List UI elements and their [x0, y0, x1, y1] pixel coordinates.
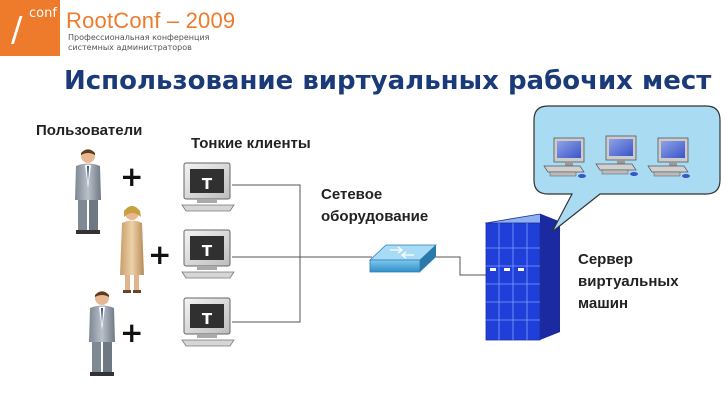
server-label-line1: Сервер — [578, 251, 633, 268]
users-label: Пользователи — [36, 122, 143, 139]
server-label: Сервер виртуальных машин — [578, 249, 698, 315]
network-switch-icon — [368, 244, 438, 273]
thin-client-3 — [181, 297, 235, 347]
server-label-line3: машин — [578, 295, 629, 312]
plus-sign-3: + — [120, 316, 144, 349]
thin-client-1 — [181, 162, 235, 212]
network-equipment-label: Сетевое оборудование — [321, 184, 461, 228]
brand-name: RootConf – 2009 — [66, 8, 236, 33]
brand-subtitle-line2: системных администраторов — [68, 43, 192, 52]
network-connections — [232, 184, 486, 323]
thin-client-2-letter: T — [202, 242, 213, 260]
thin-client-3-letter: T — [202, 310, 213, 328]
thin-client-1-letter: T — [202, 175, 213, 193]
virtual-desktop-pc-3 — [647, 137, 690, 178]
virtual-desktop-pc-2 — [595, 135, 638, 176]
network-label-line1: Сетевое — [321, 186, 383, 203]
virtual-desktop-pc-1 — [543, 137, 586, 178]
page-title: Использование виртуальных рабочих мест — [64, 66, 712, 96]
server-rack-icon — [484, 213, 562, 341]
logo-slash-icon: / — [11, 10, 23, 50]
plus-sign-2: + — [148, 238, 172, 271]
brand-subtitle-line1: Профессиональная конференция — [68, 33, 210, 42]
server-label-line2: виртуальных — [578, 273, 679, 290]
thin-clients-label: Тонкие клиенты — [191, 135, 311, 152]
rootconf-logo: / conf — [0, 0, 60, 56]
user-figure-1 — [75, 149, 101, 234]
user-figure-3 — [89, 291, 115, 376]
user-figure-2 — [120, 206, 144, 293]
plus-sign-1: + — [120, 160, 144, 193]
thin-client-2 — [181, 229, 235, 279]
network-label-line2: оборудование — [321, 208, 429, 225]
logo-conf-text: conf — [29, 6, 57, 21]
